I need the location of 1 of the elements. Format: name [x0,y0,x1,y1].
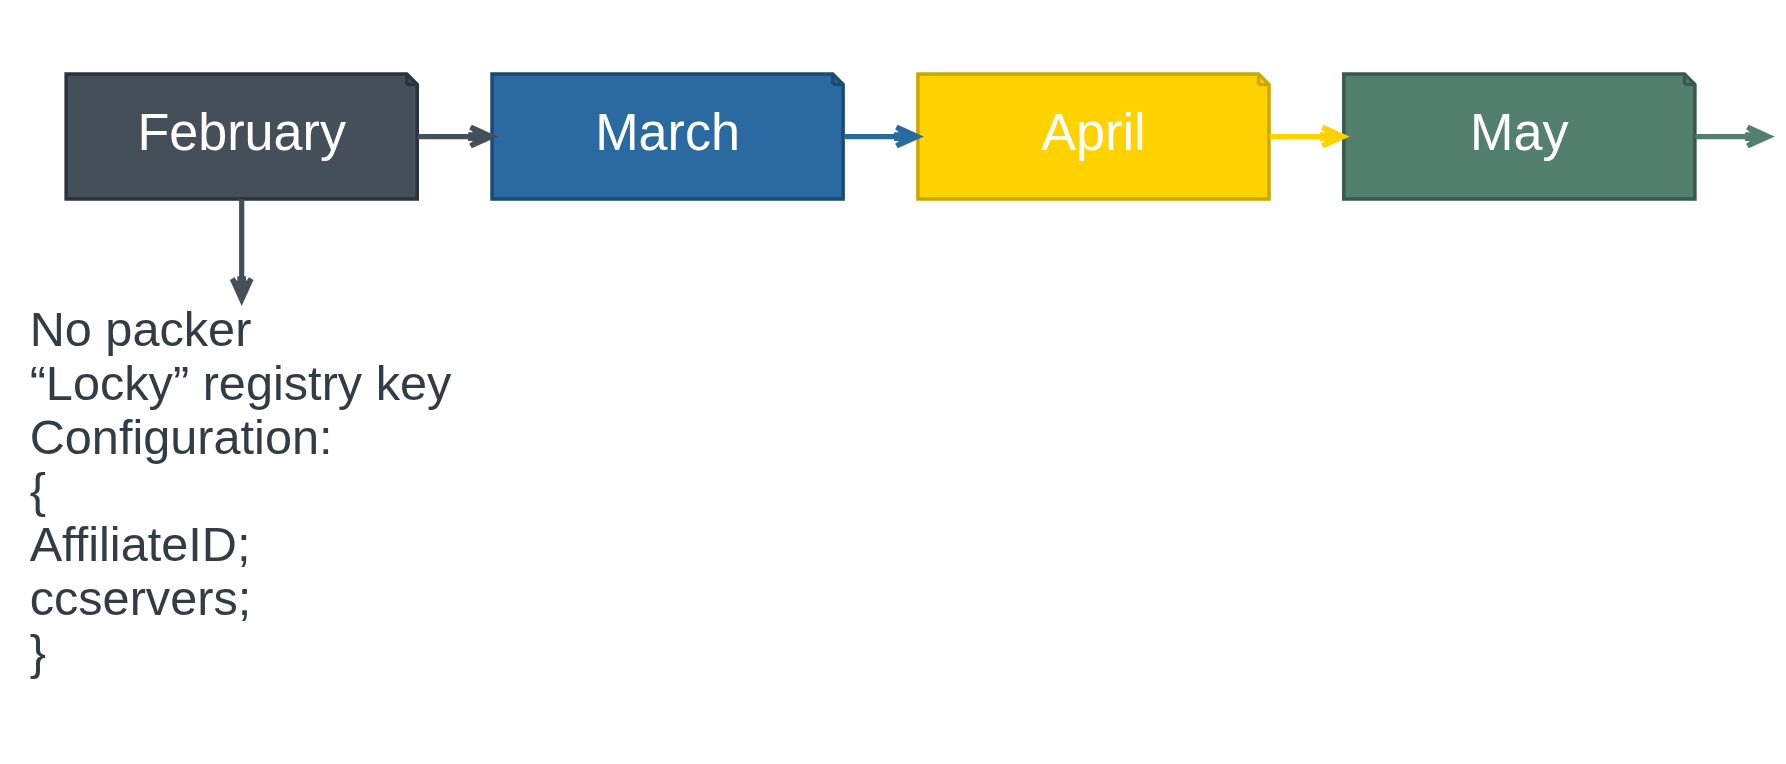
node-text: No packer “Locky” registry key Configuration: { AffiliateID; ccservers; } [29,301,452,679]
